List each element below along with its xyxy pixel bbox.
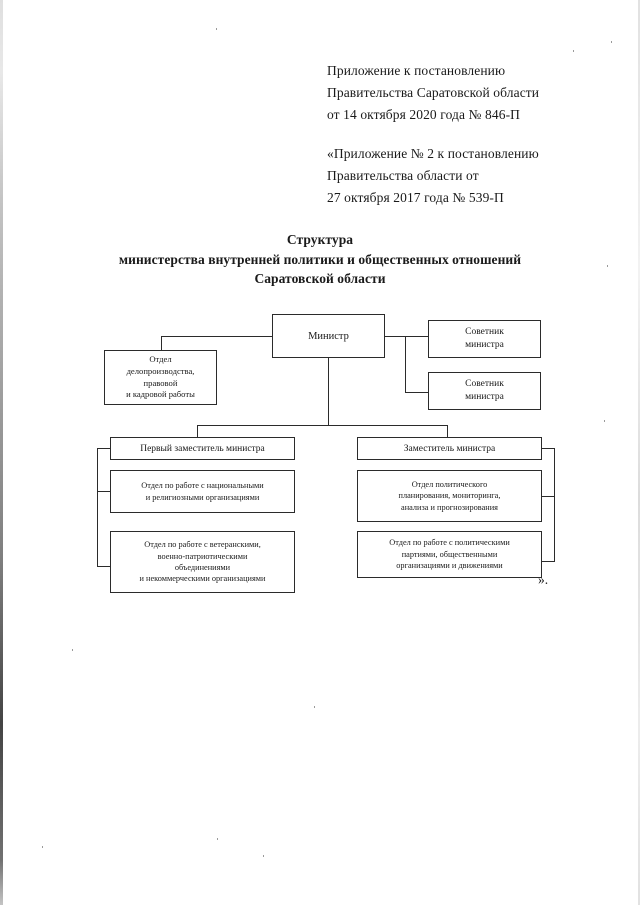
connector-advisor-2-branch bbox=[405, 392, 428, 393]
connector-right-spine-to-dept-1 bbox=[542, 496, 555, 497]
page-title-line-1: Структура bbox=[286, 232, 354, 247]
node-minister-label: Министр bbox=[308, 330, 349, 342]
connector-first-deputy-drop bbox=[197, 425, 198, 437]
page-title-line-3: Саратовской области bbox=[254, 271, 386, 286]
connector-minister-advisor-stem bbox=[385, 336, 428, 337]
node-first-deputy-minister[interactable]: Первый заместитель министра bbox=[110, 437, 295, 460]
connector-minister-office-horizontal bbox=[161, 336, 272, 337]
closing-quote-mark: ». bbox=[538, 572, 549, 587]
connector-deputy-drop bbox=[447, 425, 448, 437]
appendix-reference-block: Приложение к постановлению Правительства… bbox=[327, 60, 539, 126]
node-veterans-patriotic-nonprofit-dept[interactable]: Отдел по работе с ветеранскими,военно-па… bbox=[110, 531, 295, 593]
appendix-line-1: Приложение к постановлению bbox=[327, 63, 506, 78]
node-deputy-minister-label: Заместитель министра bbox=[403, 443, 496, 454]
connector-right-spine-to-dept-2 bbox=[542, 561, 555, 562]
page-title: Структура министерства внутренней полити… bbox=[0, 230, 640, 289]
connector-right-spine-vertical bbox=[554, 448, 555, 561]
node-first-deputy-minister-label: Первый заместитель министра bbox=[140, 443, 265, 454]
page-title-line-2: министерства внутренней политики и общес… bbox=[118, 251, 522, 267]
node-veterans-patriotic-nonprofit-dept-label: Отдел по работе с ветеранскими,военно-па… bbox=[139, 540, 266, 584]
connector-right-spine-to-deputy bbox=[542, 448, 555, 449]
connector-left-spine-to-dept-2 bbox=[97, 566, 110, 567]
quoted-appendix-reference-block: «Приложение № 2 к постановлению Правител… bbox=[327, 143, 539, 209]
connector-minister-office-vertical bbox=[161, 336, 162, 351]
connector-left-spine-to-dept-1 bbox=[97, 491, 110, 492]
connector-advisor-bus-vertical bbox=[405, 336, 406, 392]
connector-minister-down-vertical bbox=[328, 358, 329, 425]
quoted-appendix-line-1: «Приложение № 2 к постановлению bbox=[327, 146, 539, 161]
node-deputy-minister[interactable]: Заместитель министра bbox=[357, 437, 542, 460]
quoted-appendix-line-3: 27 октября 2017 года № 539-П bbox=[327, 190, 504, 205]
connector-deputies-bus-horizontal bbox=[197, 425, 447, 426]
appendix-line-2: Правительства Саратовской области bbox=[327, 85, 540, 100]
connector-left-spine-vertical bbox=[97, 448, 98, 566]
connector-left-spine-to-deputy bbox=[97, 448, 110, 449]
appendix-line-3: от 14 октября 2020 года № 846-П bbox=[327, 107, 521, 122]
node-minister[interactable]: Министр bbox=[272, 314, 385, 358]
quoted-appendix-line-2: Правительства области от bbox=[327, 168, 479, 183]
